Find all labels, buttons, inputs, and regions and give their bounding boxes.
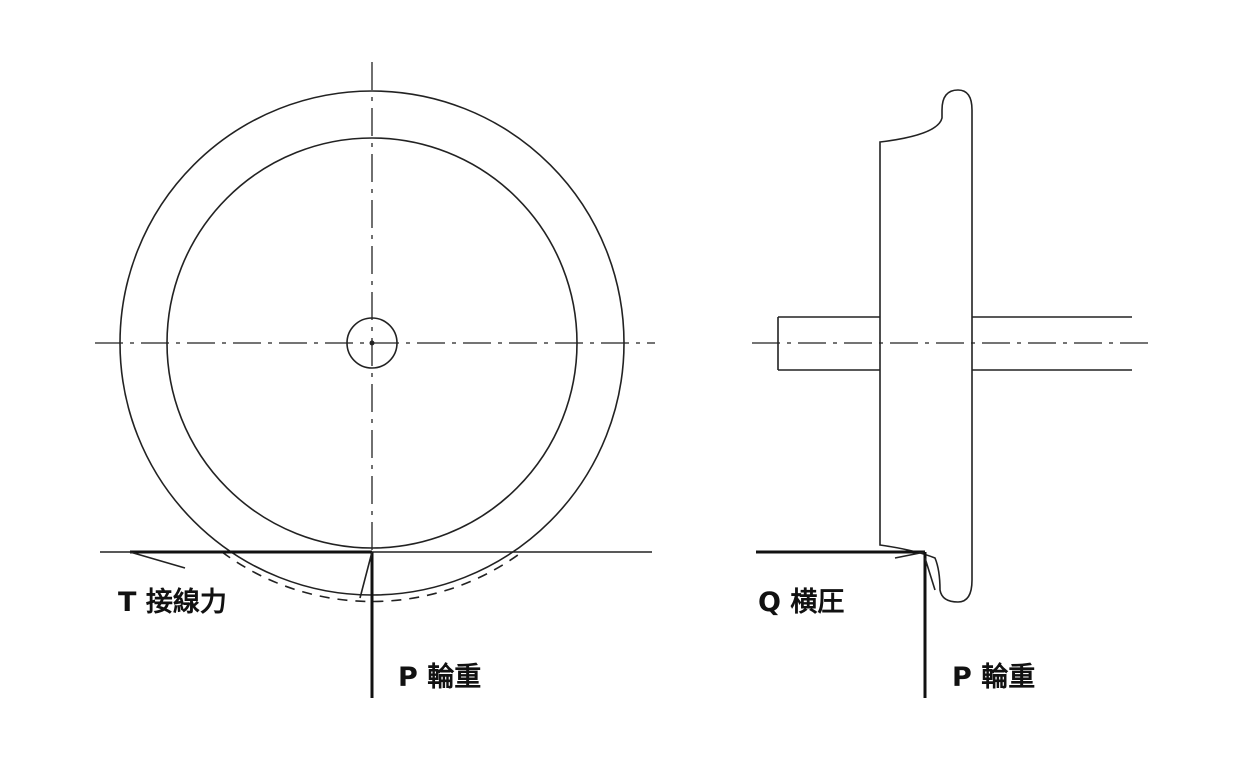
lateral-arrowhead <box>894 551 926 559</box>
wheel-load-label-front: P 輪重 <box>398 661 481 693</box>
wheel-load-label-side: P 輪重 <box>952 661 1035 693</box>
wheel-load-arrowhead-side <box>924 557 936 591</box>
wheel-side-view: Q 横圧 P 輪重 <box>752 89 1155 698</box>
tangential-force-label: T 接線力 <box>118 586 227 618</box>
lateral-force-label: Q 横圧 <box>758 587 844 618</box>
wheel-load-arrowhead <box>359 551 373 599</box>
wheel-front-view: T 接線力 P 輪重 <box>95 62 655 698</box>
wheel-profile <box>879 89 973 603</box>
flange-hidden-arc <box>221 551 523 603</box>
tangential-arrowhead <box>129 551 186 569</box>
